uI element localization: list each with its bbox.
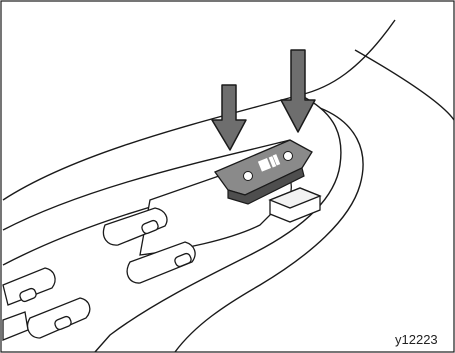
- figure-code: y12223: [395, 332, 438, 347]
- lock-indicator-circle: [244, 172, 253, 181]
- lock-indicator-circle: [284, 152, 293, 161]
